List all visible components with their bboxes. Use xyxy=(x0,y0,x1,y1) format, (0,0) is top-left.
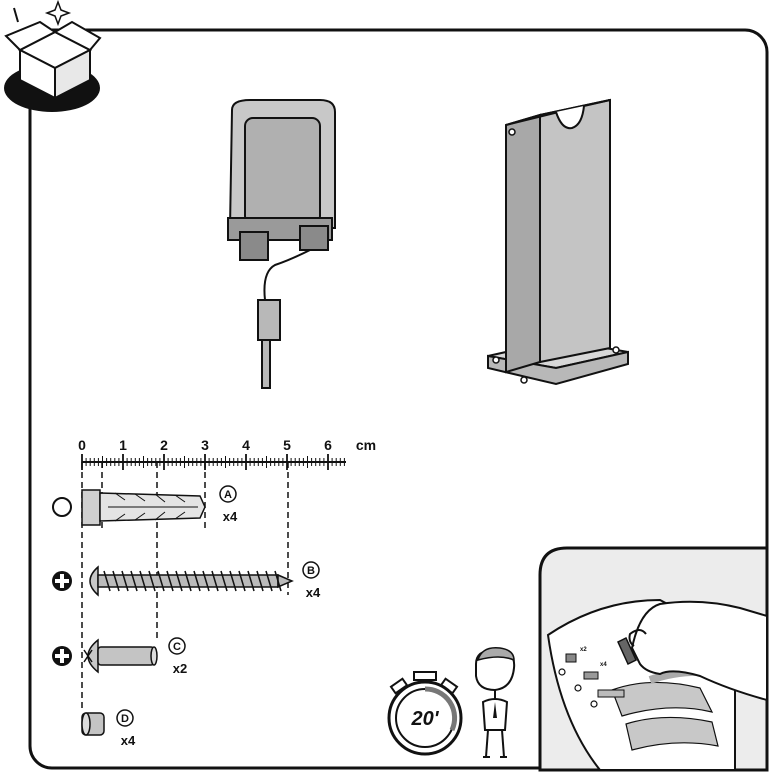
part-id-label: C xyxy=(173,641,181,653)
part-id-label: B xyxy=(307,565,315,577)
screw-thread xyxy=(256,570,264,592)
ruler-tick-label: 6 xyxy=(324,437,332,453)
screw-thread xyxy=(139,570,147,592)
screw-thread xyxy=(229,570,237,592)
ruler-unit-label: cm xyxy=(356,437,376,453)
part-qty-label: x4 xyxy=(121,733,136,748)
timer-label: 20' xyxy=(410,708,439,730)
wall-plug-illustration xyxy=(81,489,206,526)
screw-thread xyxy=(148,570,156,592)
person-icon xyxy=(475,647,516,758)
ruler-tick-label: 5 xyxy=(283,437,291,453)
ruler-tick-label: 0 xyxy=(78,437,86,453)
phillips-icon xyxy=(52,571,72,591)
inset-panel: x2 x4 xyxy=(538,546,769,772)
screw-thread xyxy=(121,570,129,592)
part-qty-label: x2 xyxy=(173,661,187,676)
inset-qty-label: x4 xyxy=(600,662,607,668)
screw-thread xyxy=(211,570,219,592)
power-supply-illustration xyxy=(227,99,336,389)
screw-thread xyxy=(247,570,255,592)
part-id-label: A xyxy=(224,489,232,501)
screw-thread xyxy=(238,570,246,592)
cap-illustration xyxy=(81,712,105,736)
part-b-row: B x4 xyxy=(52,561,321,600)
part-d-row: D x4 xyxy=(81,709,136,748)
screw-thread xyxy=(274,570,282,592)
part-id-badge xyxy=(168,637,186,655)
screw-thread xyxy=(265,570,273,592)
short-bolt-illustration xyxy=(83,638,158,674)
ruler-tick-label: 4 xyxy=(242,437,250,453)
mounting-post-illustration xyxy=(487,98,629,386)
screw-thread xyxy=(184,570,192,592)
circle-icon xyxy=(52,497,72,517)
screw-thread xyxy=(166,570,174,592)
part-a-row: A x4 xyxy=(52,485,238,526)
open-box-icon xyxy=(4,0,102,112)
part-id-label: D xyxy=(121,713,129,725)
hand-illustration xyxy=(617,600,768,702)
screw-thread xyxy=(193,570,201,592)
part-qty-label: x4 xyxy=(223,509,238,524)
part-id-badge xyxy=(219,485,237,503)
inset-qty-label: x2 xyxy=(580,647,587,653)
part-id-badge xyxy=(302,561,320,579)
part-c-row: C x2 xyxy=(52,637,187,676)
part-id-badge xyxy=(116,709,134,727)
screw-thread xyxy=(202,570,210,592)
screw-thread xyxy=(130,570,138,592)
ruler-tick-label: 2 xyxy=(160,437,168,453)
screw-thread xyxy=(175,570,183,592)
ruler-tick-label: 1 xyxy=(119,437,127,453)
part-qty-label: x4 xyxy=(306,585,321,600)
phillips-icon xyxy=(52,646,72,666)
ruler-tick-label: 3 xyxy=(201,437,209,453)
screw-thread xyxy=(112,570,120,592)
stopwatch-icon: 20' xyxy=(387,671,463,756)
screw-thread xyxy=(103,570,111,592)
screw-thread xyxy=(157,570,165,592)
long-screw-illustration xyxy=(89,565,294,597)
screw-thread xyxy=(220,570,228,592)
ruler: 0 1 2 3 4 5 6 cm xyxy=(78,437,376,470)
